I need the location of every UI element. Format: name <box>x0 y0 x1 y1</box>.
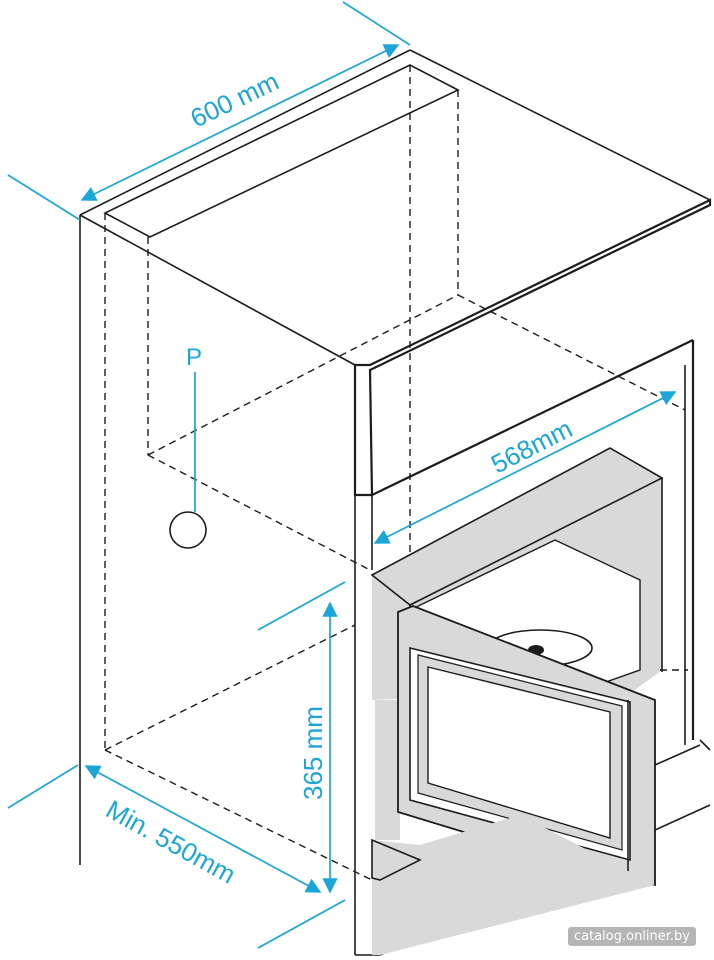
point-label: P <box>186 344 202 371</box>
height-label: 365 mm <box>298 706 328 800</box>
width-dimension: 600 mm <box>7 1 411 221</box>
width-label: 600 mm <box>186 66 284 134</box>
depth-dimension: Min. 550mm <box>7 764 322 893</box>
point-marker: P <box>169 344 207 549</box>
inner-width-label: 568mm <box>486 413 577 479</box>
microwave <box>370 447 688 955</box>
depth-label: Min. 550mm <box>101 794 241 890</box>
watermark: catalog.onliner.by <box>567 927 696 946</box>
